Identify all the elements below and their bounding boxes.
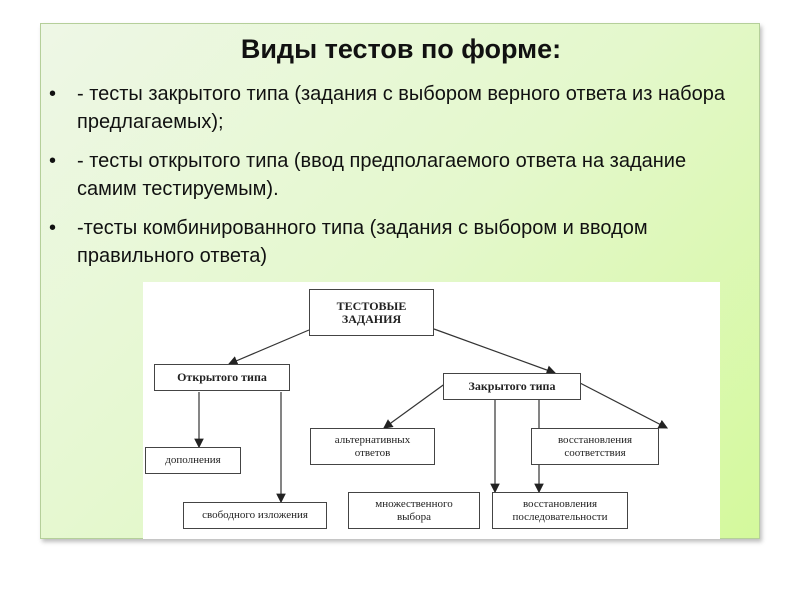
test-types-diagram: ТЕСТОВЫЕ ЗАДАНИЯ Открытого типа Закрытог… <box>143 282 720 539</box>
arrow <box>579 382 669 429</box>
arrow <box>227 329 310 366</box>
bullet-item: • -тесты комбинированного типа (задания с… <box>49 214 749 270</box>
box-matching: восстановления соответствия <box>531 428 659 465</box>
box-open-type: Открытого типа <box>154 364 290 391</box>
bullet-icon: • <box>49 150 57 172</box>
box-multiple-choice: множественного выбора <box>348 492 480 529</box>
bullet-icon: • <box>49 83 57 105</box>
arrow <box>383 382 447 429</box>
bullet-text: - тесты закрытого типа (задания с выборо… <box>77 83 725 133</box>
bullet-text: - тесты открытого типа (ввод предполагае… <box>77 150 687 200</box>
slide-title: Виды тестов по форме: <box>240 34 562 64</box>
box-root: ТЕСТОВЫЕ ЗАДАНИЯ <box>309 289 434 336</box>
bullet-icon: • <box>49 217 57 239</box>
bullet-list: • - тесты закрытого типа (задания с выбор… <box>49 80 749 281</box>
arrow <box>433 328 557 375</box>
box-completion: дополнения <box>145 447 241 474</box>
bullet-text: -тесты комбинированного типа (задания с … <box>77 217 648 267</box>
box-alternative: альтернативных ответов <box>310 428 435 465</box>
diagram-arrows <box>194 328 669 504</box>
box-free-answer: свободного изложения <box>183 502 327 529</box>
box-closed-type: Закрытого типа <box>443 373 581 400</box>
bullet-item: • - тесты закрытого типа (задания с выбор… <box>49 80 749 136</box>
bullet-item: • - тесты открытого типа (ввод предполага… <box>49 147 749 203</box>
box-sequence: восстановления последовательности <box>492 492 628 529</box>
